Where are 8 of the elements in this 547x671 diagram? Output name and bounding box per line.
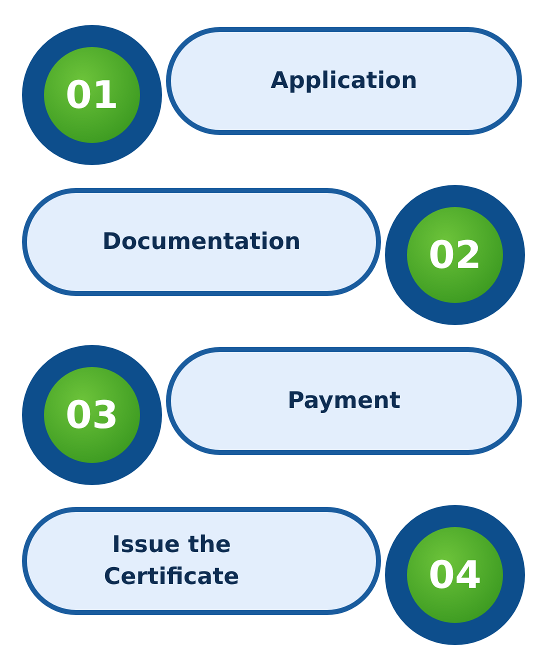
step-number-circle: 02 [385,185,525,325]
step-number-circle: 04 [385,505,525,645]
step-pill: Application [166,27,522,135]
step-number-circle: 03 [22,345,162,485]
step-pill: Documentation [22,188,381,296]
step-pill: Issue the Certificate [22,507,381,615]
step-pill: Payment [166,347,522,455]
step-number-circle: 01 [22,25,162,165]
